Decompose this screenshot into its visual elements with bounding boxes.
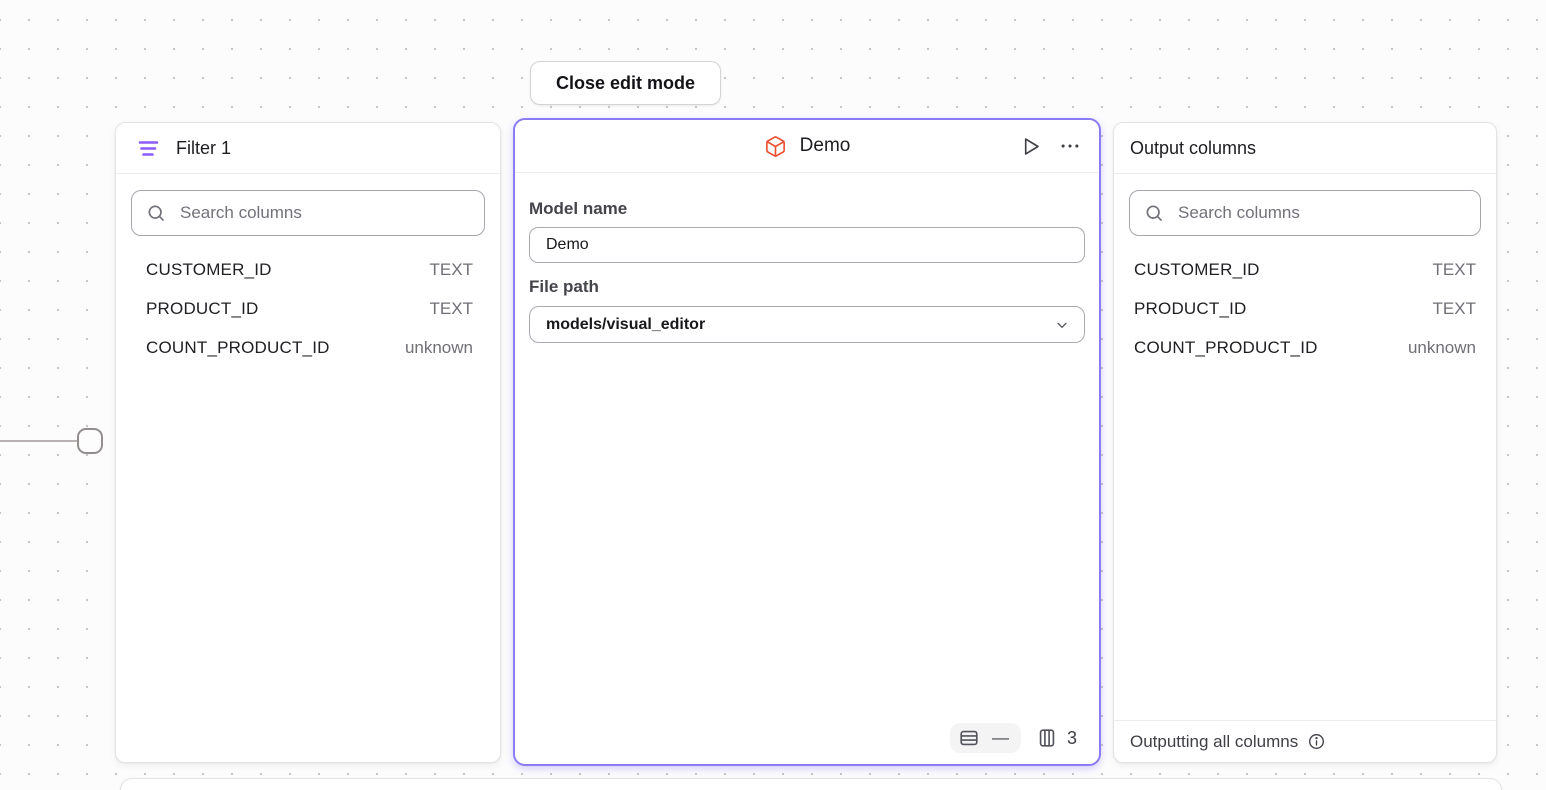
column-row[interactable]: COUNT_PRODUCT_ID unknown	[116, 328, 500, 367]
search-columns-input[interactable]	[178, 202, 470, 224]
column-list: CUSTOMER_ID TEXT PRODUCT_ID TEXT COUNT_P…	[1114, 250, 1496, 367]
search-columns-input[interactable]	[1176, 202, 1466, 224]
column-type: TEXT	[1432, 298, 1476, 318]
model-node-panel[interactable]: Demo	[513, 118, 1101, 766]
output-footer: Outputting all columns	[1114, 720, 1496, 762]
search-icon	[146, 203, 166, 223]
column-type: TEXT	[1432, 259, 1476, 279]
column-name: CUSTOMER_ID	[146, 259, 272, 279]
edge-connector-line	[0, 440, 79, 442]
column-type: TEXT	[429, 259, 473, 279]
model-stats-row: — 3	[949, 723, 1077, 753]
column-type: unknown	[404, 337, 473, 357]
columns-icon	[1036, 727, 1058, 749]
column-count-value: 3	[1066, 727, 1077, 748]
output-footer-text: Outputting all columns	[1130, 731, 1299, 751]
filter-icon	[138, 140, 159, 157]
filter-panel-header: Filter 1	[116, 123, 500, 174]
search-columns-box[interactable]	[131, 190, 485, 236]
model-panel-header: Demo	[515, 120, 1099, 173]
column-row[interactable]: PRODUCT_ID TEXT	[1114, 289, 1496, 328]
model-name-label: Model name	[529, 199, 628, 218]
search-columns-box[interactable]	[1129, 190, 1481, 236]
file-path-select[interactable]: models/visual_editor	[529, 306, 1085, 343]
model-cube-icon	[764, 135, 787, 158]
connection-handle[interactable]	[77, 428, 103, 454]
search-icon	[1144, 203, 1164, 223]
row-count-stat[interactable]: —	[949, 723, 1021, 753]
ellipsis-icon	[1059, 135, 1081, 157]
bottom-panel[interactable]	[120, 778, 1502, 790]
column-name: CUSTOMER_ID	[1134, 259, 1260, 279]
column-row[interactable]: COUNT_PRODUCT_ID unknown	[1114, 328, 1496, 367]
more-options-button[interactable]	[1059, 135, 1081, 157]
run-button[interactable]	[1019, 135, 1042, 158]
column-name: PRODUCT_ID	[146, 298, 259, 318]
panel-title: Filter 1	[176, 137, 232, 158]
column-row[interactable]: CUSTOMER_ID TEXT	[116, 250, 500, 289]
panel-title: Output columns	[1130, 137, 1257, 158]
rows-icon	[958, 727, 980, 749]
column-row[interactable]: PRODUCT_ID TEXT	[116, 289, 500, 328]
row-count-value: —	[991, 728, 1009, 747]
column-count-stat[interactable]: 3	[1036, 727, 1077, 749]
column-name: COUNT_PRODUCT_ID	[1134, 337, 1318, 357]
column-name: COUNT_PRODUCT_ID	[146, 337, 330, 357]
info-icon[interactable]	[1307, 732, 1326, 751]
column-type: TEXT	[429, 298, 473, 318]
column-row[interactable]: CUSTOMER_ID TEXT	[1114, 250, 1496, 289]
column-type: unknown	[1407, 337, 1476, 357]
filter-node-panel[interactable]: Filter 1 CUSTOMER_ID TEXT PRODUCT_ID TEX…	[115, 122, 501, 763]
close-edit-mode-button[interactable]: Close edit mode	[530, 61, 722, 105]
output-panel-header: Output columns	[1114, 123, 1496, 174]
file-path-label: File path	[529, 277, 599, 296]
column-list: CUSTOMER_ID TEXT PRODUCT_ID TEXT COUNT_P…	[116, 250, 500, 367]
model-title: Demo	[799, 135, 851, 156]
play-icon	[1019, 135, 1042, 158]
output-columns-panel[interactable]: Output columns CUSTOMER_ID TEXT PRODUCT_…	[1113, 122, 1497, 763]
column-name: PRODUCT_ID	[1134, 298, 1247, 318]
model-name-input[interactable]	[529, 227, 1085, 263]
chevron-down-icon	[1054, 317, 1070, 333]
file-path-value: models/visual_editor	[546, 315, 706, 333]
